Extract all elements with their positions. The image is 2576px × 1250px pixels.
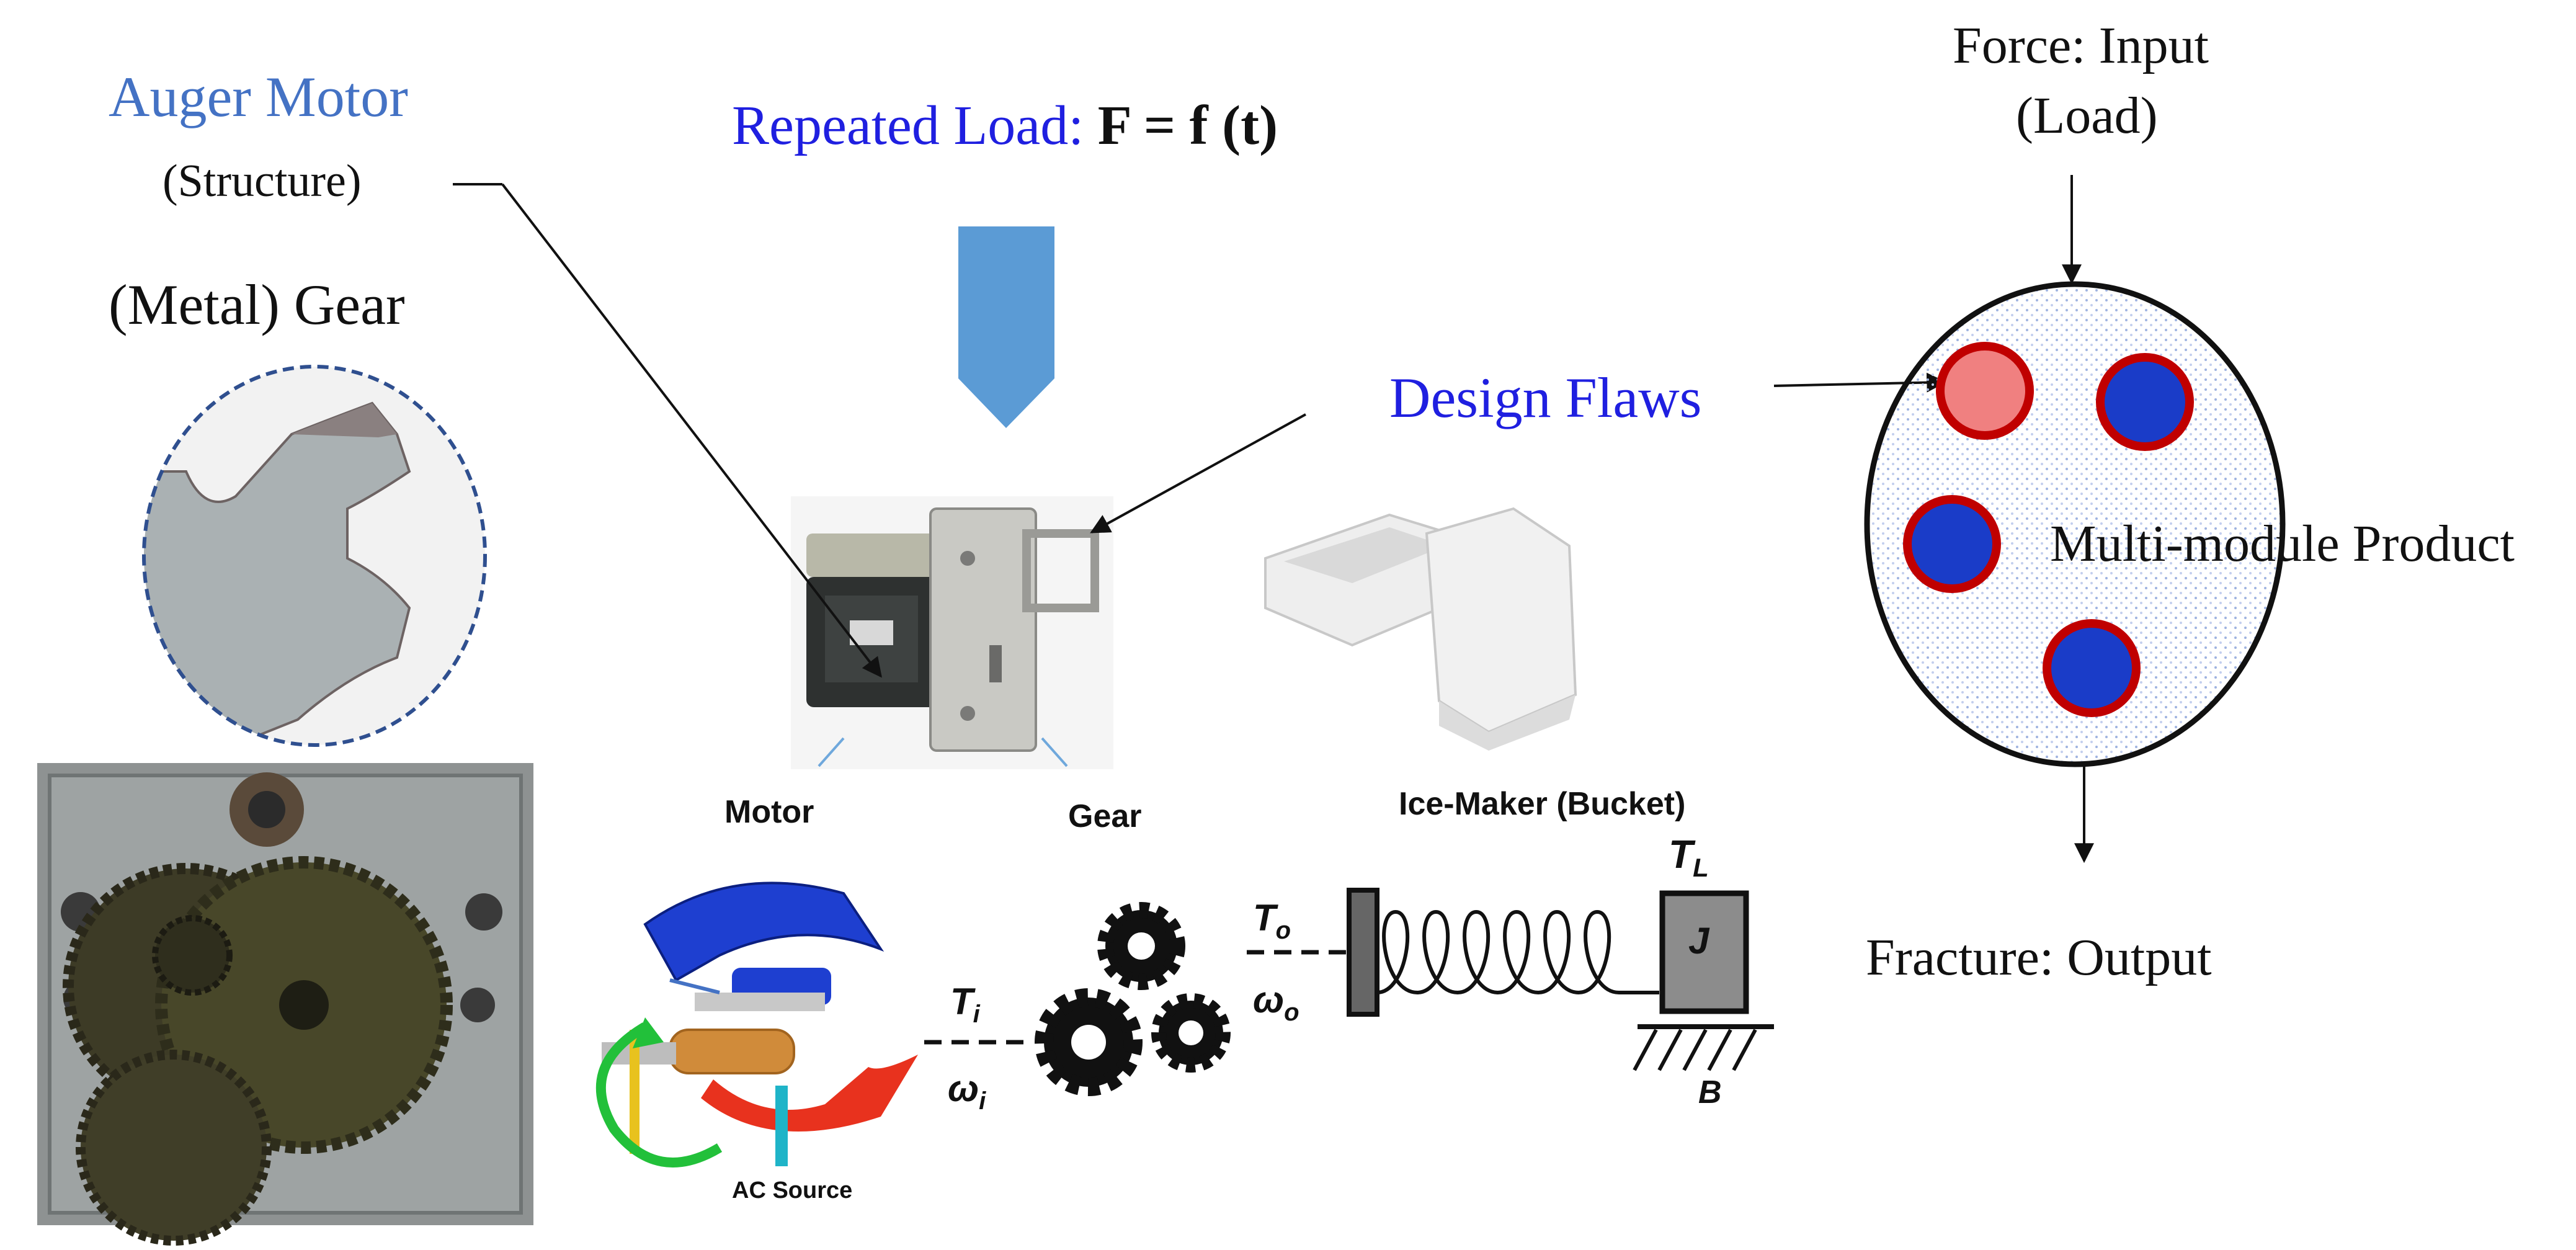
- ti-symbol: T: [950, 981, 973, 1022]
- load-arrow: [958, 226, 1054, 428]
- multi-module-product: [1864, 175, 2286, 864]
- design-flaws-label: Design Flaws: [1389, 366, 1702, 429]
- output-speed-label: ωo: [1253, 981, 1299, 1025]
- inertia-label: J: [1688, 920, 1709, 962]
- output-torque-label: To: [1253, 897, 1291, 944]
- load-label: (Load): [2016, 87, 2158, 145]
- auger-motor-photo: [791, 496, 1113, 769]
- metal-gear-label: (Metal) Gear: [109, 273, 405, 336]
- flaw-module-3: [2043, 619, 2141, 717]
- fracture-output-label: Fracture: Output: [1866, 929, 2212, 986]
- flaw-module-1: [2096, 353, 2194, 451]
- tl-symbol: T: [1669, 832, 1693, 877]
- to-subscript: o: [1275, 917, 1291, 944]
- wi-symbol: ω: [948, 1068, 979, 1109]
- motor-schematic: [595, 882, 918, 1167]
- wi-subscript: i: [979, 1087, 986, 1115]
- damping-label: B: [1698, 1074, 1722, 1110]
- input-torque-label: Ti: [950, 983, 980, 1027]
- tl-subscript: L: [1693, 852, 1709, 882]
- wo-subscript: o: [1284, 999, 1299, 1026]
- flaw-module-pink: [1936, 342, 2034, 440]
- load-torque-label: TL: [1669, 834, 1709, 881]
- load-formula: F = f (t): [1097, 95, 1278, 156]
- repeated-load-text: Repeated Load:: [732, 95, 1084, 156]
- wo-symbol: ω: [1253, 979, 1285, 1020]
- design-flaws-pointer: [1090, 413, 1306, 533]
- ti-subscript: i: [973, 1001, 980, 1028]
- multi-module-label: Multi-module Product: [2050, 515, 2515, 573]
- motor-label: Motor: [724, 794, 814, 830]
- gear-label: Gear: [1068, 798, 1142, 834]
- structure-label: (Structure): [163, 156, 362, 207]
- repeated-load-heading: Repeated Load: F = f (t): [732, 98, 1278, 154]
- ac-source-label: AC Source: [732, 1177, 853, 1203]
- ice-maker-photo: [1264, 507, 1577, 751]
- fractured-gear-photo: [142, 365, 487, 747]
- ice-maker-label: Ice-Maker (Bucket): [1399, 786, 1686, 822]
- auger-motor-title: Auger Motor: [109, 65, 408, 128]
- force-input-label: Force: Input: [1953, 17, 2209, 74]
- spring-load-schematic: [1347, 888, 1774, 1071]
- gearbox-photo: [37, 763, 533, 1246]
- flaw-module-2: [1903, 495, 2001, 593]
- structure-pointer: [501, 183, 882, 678]
- input-speed-label: ωi: [948, 1070, 986, 1114]
- gear-train-schematic: [1035, 902, 1231, 1096]
- to-symbol: T: [1253, 897, 1276, 939]
